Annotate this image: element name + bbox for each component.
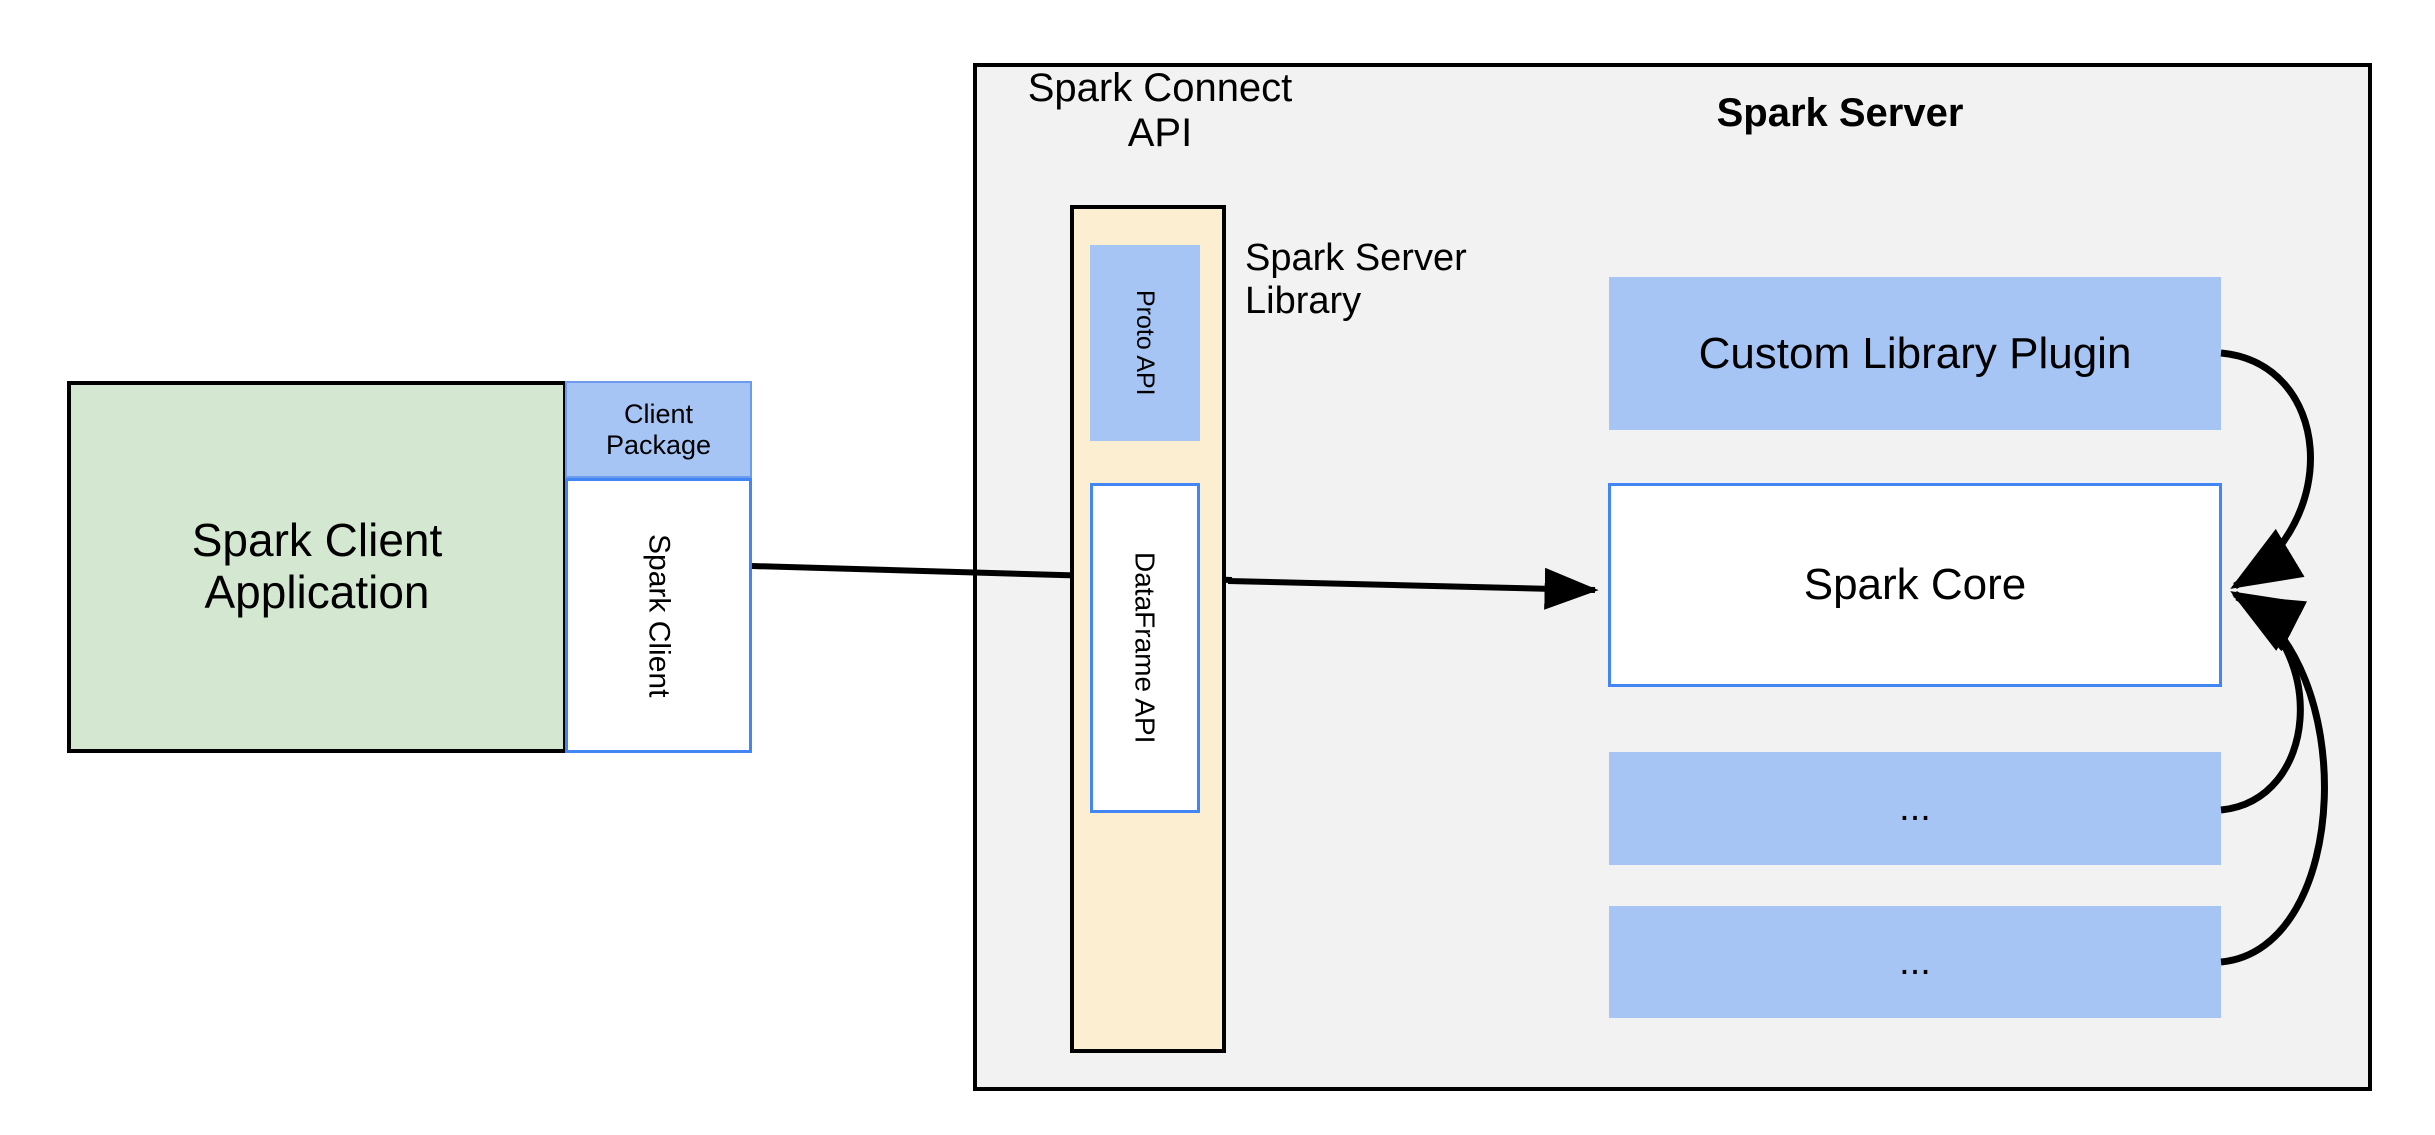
dataframe-api-box[interactable]: DataFrame API — [1090, 483, 1200, 813]
spark-core-label: Spark Core — [1803, 560, 2027, 610]
ellipsis-box-1-label: ... — [1899, 787, 1931, 830]
proto-api-box[interactable]: Proto API — [1090, 245, 1200, 441]
dataframe-api-label: DataFrame API — [1129, 552, 1161, 744]
spark-client-box[interactable]: Spark Client — [565, 478, 752, 753]
spark-server-title: Spark Server — [1716, 90, 1964, 135]
spark-server-library-label: Spark Server Library — [1245, 237, 1467, 322]
spark-client-label: Spark Client — [642, 533, 676, 698]
ellipsis-box-2[interactable]: ... — [1609, 906, 2221, 1018]
spark-client-application-box[interactable]: Spark Client Application — [67, 381, 567, 753]
ellipsis-box-1[interactable]: ... — [1609, 752, 2221, 865]
spark-connect-api-label: Spark Connect API — [1027, 66, 1293, 155]
ellipsis-box-2-label: ... — [1899, 940, 1931, 983]
client-package-label: Client Package — [605, 399, 712, 460]
proto-api-label: Proto API — [1131, 290, 1159, 396]
custom-library-plugin-box[interactable]: Custom Library Plugin — [1609, 277, 2221, 430]
spark-client-application-label: Spark Client Application — [191, 514, 443, 618]
custom-library-plugin-label: Custom Library Plugin — [1698, 328, 2132, 378]
spark-core-box[interactable]: Spark Core — [1608, 483, 2222, 687]
client-package-box[interactable]: Client Package — [565, 381, 752, 478]
